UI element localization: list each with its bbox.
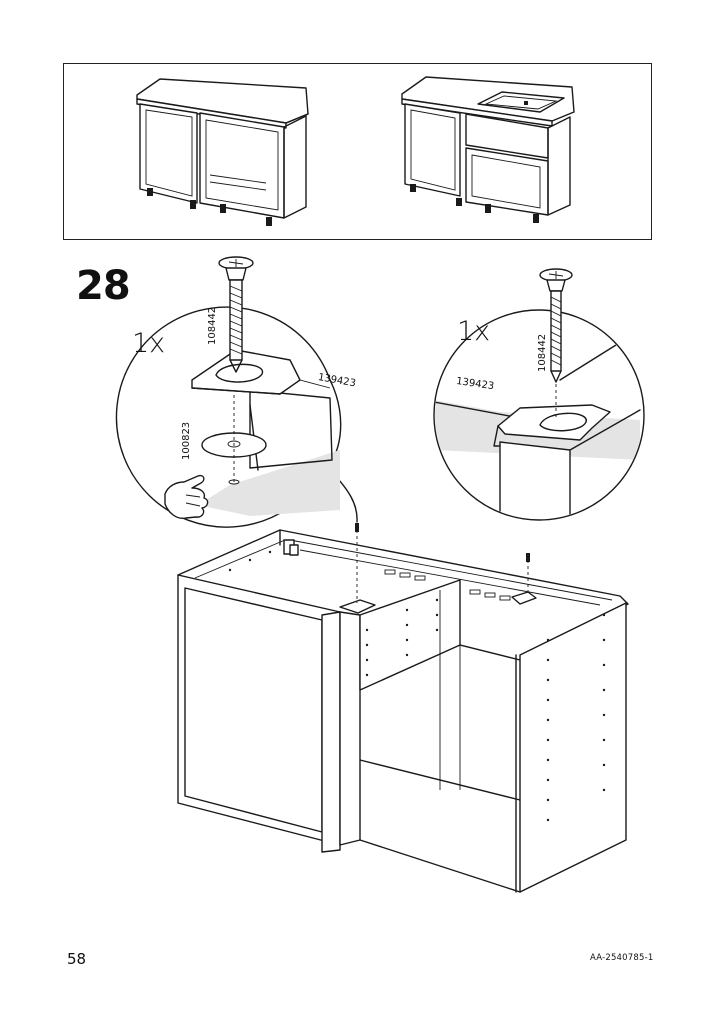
page-number: 58	[67, 950, 87, 968]
right-screw-part-number: 108442	[537, 333, 548, 372]
left-detail-quantity: 1x	[132, 328, 166, 359]
overview-frame	[63, 63, 652, 240]
left-screw-part-number: 108442	[207, 306, 218, 345]
left-detail-illustration	[115, 256, 358, 528]
right-detail-illustration	[433, 268, 645, 521]
screw-icon	[218, 256, 254, 373]
sink-cabinet-overview-illustration	[401, 76, 575, 223]
cabinet-frame-illustration	[177, 523, 629, 893]
washer-part-number: 100823	[181, 421, 192, 460]
screw-icon	[539, 268, 573, 420]
step-number: 28	[76, 263, 131, 309]
right-detail-quantity: 1x	[457, 316, 491, 347]
pointing-hand-icon	[164, 474, 209, 519]
corner-cabinet-overview-illustration	[136, 78, 309, 226]
document-code: AA-2540785-1	[590, 953, 654, 963]
